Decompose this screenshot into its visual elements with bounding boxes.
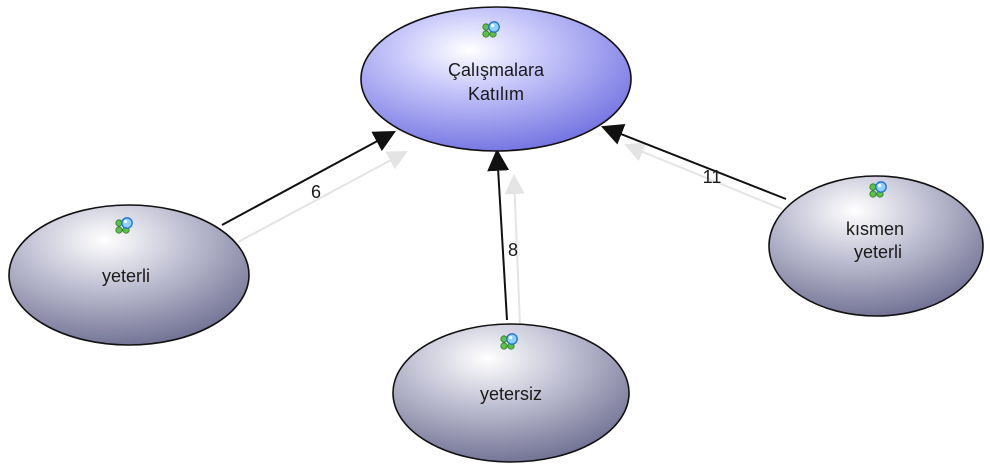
node-calismalara-katilim[interactable]: Çalışmalara Katılım [360, 6, 632, 152]
node-yetersiz[interactable]: yetersiz [392, 323, 630, 463]
node-label: yetersiz [480, 384, 542, 404]
node-label: yeterli [102, 266, 150, 286]
node-ellipse [360, 6, 632, 152]
node-ellipse [392, 323, 630, 463]
edge-kismen-to-center [600, 124, 787, 200]
node-label-line1: kısmen [846, 219, 904, 239]
node-label-line1: Çalışmalara [448, 60, 545, 80]
edge-label-kismen: 11 [703, 167, 722, 187]
ghost-arrows [237, 142, 783, 326]
edges [221, 124, 787, 321]
node-label-line2: yeterli [854, 242, 902, 262]
node-ellipse [768, 175, 984, 317]
node-ellipse [8, 204, 250, 346]
ghost-arrow-yeterli [237, 151, 408, 243]
ghost-arrow-yetersiz [504, 174, 525, 326]
edge-yetersiz-to-center [487, 148, 510, 321]
node-label-line2: Katılım [468, 84, 524, 104]
ghost-arrow-kismen [624, 142, 783, 210]
edge-yeterli-to-center [221, 130, 396, 226]
node-kismen-yeterli[interactable]: kısmen yeterli [768, 175, 984, 317]
edge-label-yeterli: 6 [311, 182, 321, 202]
node-yeterli[interactable]: yeterli [8, 204, 250, 346]
edge-label-yetersiz: 8 [508, 240, 518, 260]
